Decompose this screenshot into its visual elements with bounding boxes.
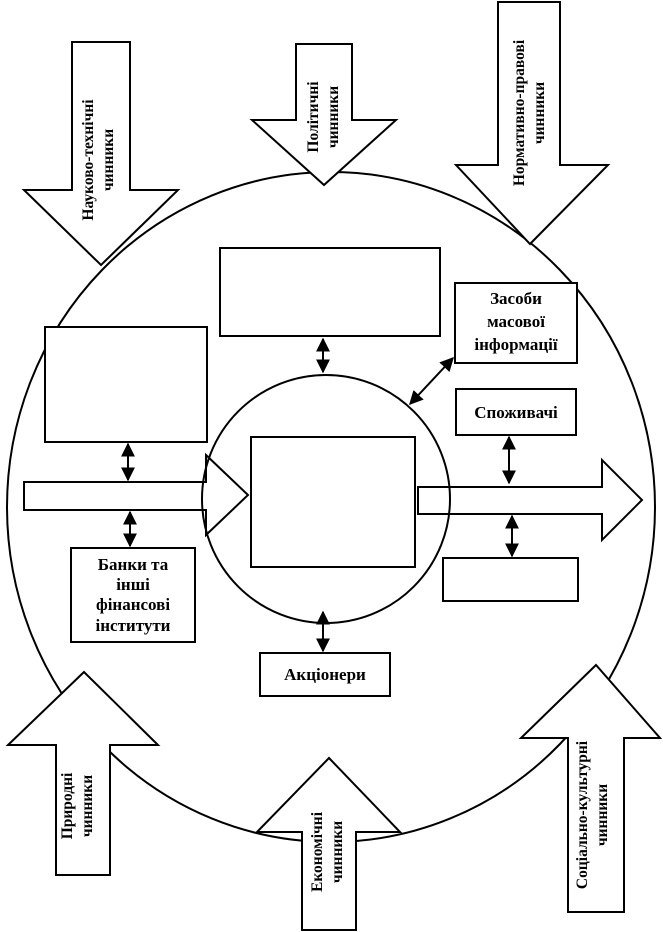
factor-label-scientific-technical-2: чинники [100, 129, 117, 191]
factor-arrow-political: Політичні чинники [249, 43, 399, 187]
connector-media [409, 356, 454, 406]
factor-arrow-natural: Природні чинники [5, 670, 161, 876]
center-box [250, 436, 416, 568]
factor-arrow-socio-cultural: Соціально-культурні чинники [518, 663, 663, 913]
factor-arrow-scientific-technical: Науково-технічні чинники [21, 41, 181, 267]
media-label-1: Засоби [490, 289, 542, 308]
banks-label-4: інститути [96, 616, 171, 635]
factor-label-normative-legal-1: Нормативно-правові [511, 39, 528, 186]
factor-label-economic-2: чинники [329, 821, 346, 883]
factor-arrow-normative-legal: Нормативно-правові чинники [453, 1, 611, 246]
media-label-2: масової [487, 312, 545, 331]
media-box: Засоби масової інформації [454, 282, 578, 364]
top-empty-box [219, 247, 441, 337]
factor-label-scientific-technical-1: Науково-технічні [80, 99, 97, 221]
factor-label-socio-cultural-2: чинники [594, 784, 611, 846]
banks-box: Банки та інші фінансові інститути [70, 547, 196, 643]
factor-label-political-1: Політичні [305, 81, 322, 153]
factor-label-normative-legal-2: чинники [531, 82, 548, 144]
input-flow-arrow [23, 452, 250, 538]
media-label-3: інформації [474, 335, 557, 354]
factor-label-natural-2: чинники [79, 775, 96, 837]
output-flow-arrow [417, 457, 644, 543]
consumers-label: Споживачі [474, 403, 558, 422]
banks-label-2: інші [116, 575, 150, 594]
factor-label-socio-cultural-1: Соціально-культурні [574, 740, 591, 889]
consumers-box: Споживачі [455, 388, 577, 436]
banks-label-1: Банки та [98, 555, 169, 574]
banks-label-3: фінансові [96, 595, 170, 614]
factor-label-natural-1: Природні [59, 772, 76, 839]
factor-arrow-economic: Економічні чинники [254, 756, 403, 931]
factor-label-political-2: чинники [325, 86, 342, 148]
shareholders-box: Акціонери [259, 652, 391, 697]
bottom-right-empty-box [442, 557, 579, 602]
left-empty-box [44, 326, 208, 443]
factor-label-economic-1: Економічні [309, 811, 326, 892]
shareholders-label: Акціонери [284, 665, 366, 684]
